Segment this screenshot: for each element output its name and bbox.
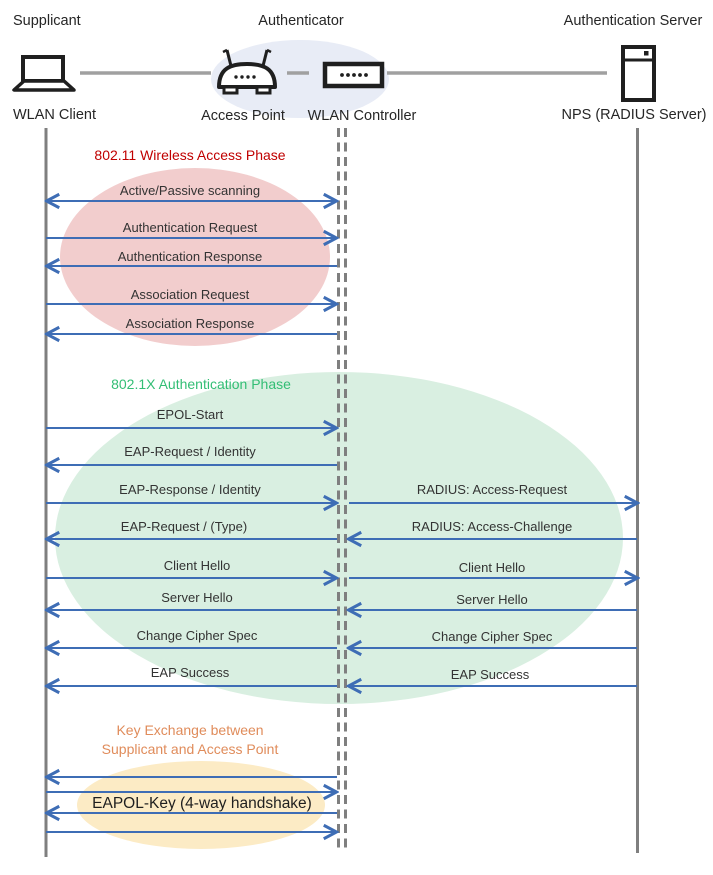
node-wlan-client: WLAN Client <box>13 107 96 123</box>
message-label: Client Hello <box>458 560 526 575</box>
message-label: Association Request <box>130 287 250 302</box>
message-arrows <box>46 201 637 832</box>
phase3-ellipse <box>77 761 325 849</box>
server-icon <box>621 45 656 102</box>
node-access-point: Access Point <box>201 108 285 124</box>
authenticator-ellipse <box>211 40 389 118</box>
phase1-title: 802.11 Wireless Access Phase <box>94 147 286 163</box>
message-label: Server Hello <box>456 592 528 607</box>
message-label-eapol-key: EAPOL-Key (4-way handshake) <box>92 795 312 812</box>
message-label: Change Cipher Spec <box>136 628 258 643</box>
role-supplicant: Supplicant <box>13 13 81 29</box>
access-point-icon <box>217 48 277 95</box>
wlan-controller-icon <box>322 61 385 89</box>
node-nps: NPS (RADIUS Server) <box>561 107 707 123</box>
message-label: EAP-Response / Identity <box>119 482 261 497</box>
message-label: Server Hello <box>161 590 233 605</box>
role-authentication-server: Authentication Server <box>563 13 703 29</box>
message-label: EAP Success <box>150 665 230 680</box>
message-label: EAP Success <box>450 667 530 682</box>
phase1-ellipse <box>60 168 330 346</box>
role-authenticator: Authenticator <box>258 13 344 29</box>
message-label: RADIUS: Access-Request <box>416 482 568 497</box>
message-label: Active/Passive scanning <box>119 183 261 198</box>
message-label: Authentication Response <box>117 249 263 264</box>
phase3-title-line1: Key Exchange between <box>116 722 264 738</box>
laptop-icon <box>12 55 76 92</box>
message-label: EAP-Request / (Type) <box>120 519 248 534</box>
node-wlan-controller: WLAN Controller <box>307 108 417 124</box>
message-label: Association Response <box>125 316 255 331</box>
phase3-title-line2: Supplicant and Access Point <box>101 741 279 757</box>
message-label: EPOL-Start <box>156 407 224 422</box>
message-label: Authentication Request <box>122 220 258 235</box>
message-label: Client Hello <box>163 558 231 573</box>
lifelines <box>44 128 639 857</box>
message-label: EAP-Request / Identity <box>124 444 256 459</box>
message-label: Change Cipher Spec <box>431 629 553 644</box>
message-label: RADIUS: Access-Challenge <box>411 519 573 534</box>
phase2-title: 802.1X Authentication Phase <box>111 376 291 392</box>
